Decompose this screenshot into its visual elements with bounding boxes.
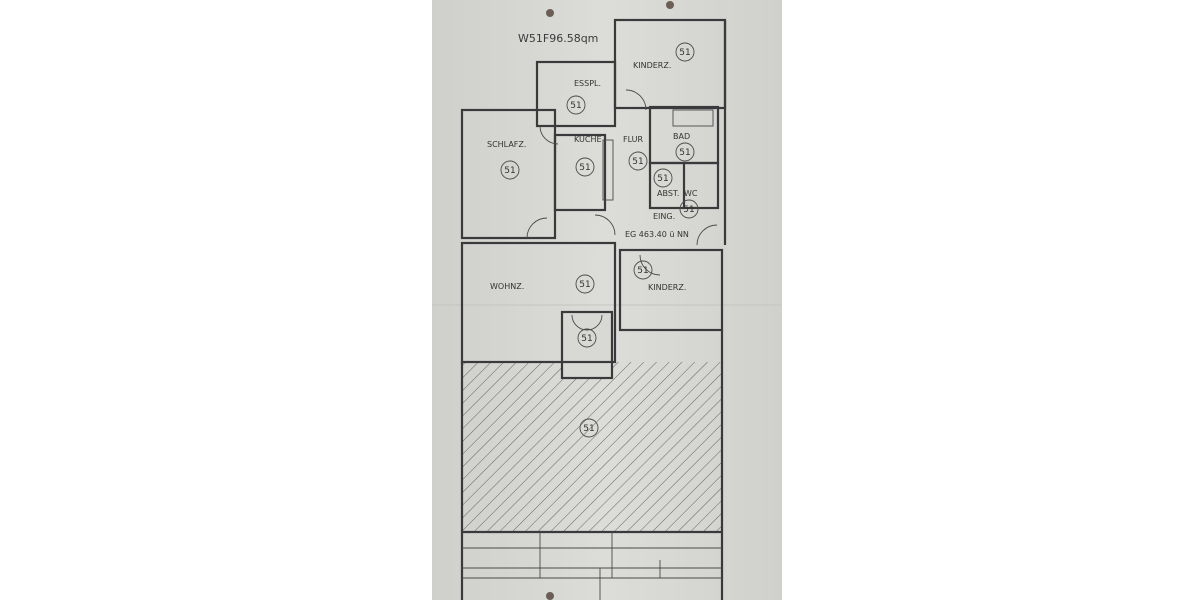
room-number: 51	[504, 166, 515, 176]
room-number: 51	[579, 280, 590, 290]
room-label: KINDERZ.	[633, 61, 671, 70]
room-kinderz-top: KINDERZ. 51	[633, 42, 695, 70]
terrace-hatch	[462, 362, 722, 532]
room-label: WC	[684, 189, 698, 198]
room-wohnz: WOHNZ. 51	[490, 274, 595, 294]
plan-title: W51F96.58qm	[518, 32, 598, 45]
room-number: 51	[679, 48, 690, 58]
walls	[460, 18, 727, 600]
room-terrace: 51	[579, 418, 599, 438]
room-label: FLUR	[623, 135, 644, 144]
punch-hole	[666, 1, 674, 9]
punch-hole	[546, 9, 554, 17]
room-schlafz: SCHLAFZ. 51	[487, 140, 526, 180]
room-number: 51	[581, 334, 592, 344]
room-label: ESSPL.	[574, 79, 601, 88]
room-number: 51	[583, 424, 594, 434]
room-label: ABST.	[657, 189, 679, 198]
room-number: 51	[679, 148, 690, 158]
room-label: KÜCHE	[574, 134, 602, 144]
room-number: 51	[570, 101, 581, 111]
room-number: 51	[579, 163, 590, 173]
room-number: 51	[637, 266, 648, 276]
room-number: 51	[683, 205, 694, 215]
room-wc: WC 51	[679, 189, 699, 219]
room-flur: FLUR 51	[623, 135, 648, 171]
room-label: WOHNZ.	[490, 282, 524, 291]
room-eing: EING.	[653, 212, 675, 221]
room-esspl: ESSPL. 51	[566, 79, 601, 115]
room-number: 51	[657, 174, 668, 184]
room-label: BAD	[673, 132, 690, 141]
balcony-cover	[562, 312, 612, 378]
room-bad: BAD 51	[673, 132, 695, 162]
room-balcony: 51	[577, 328, 597, 348]
room-kueche: KÜCHE 51	[574, 134, 602, 177]
room-abst: ABST. 51	[653, 168, 679, 198]
room-kinderz-bottom: KINDERZ. 51	[633, 260, 686, 292]
room-label: KINDERZ.	[648, 283, 686, 292]
elevation-note: EG 463.40 ü NN	[625, 230, 689, 239]
room-label: SCHLAFZ.	[487, 140, 526, 149]
punch-hole	[546, 592, 554, 600]
room-number: 51	[632, 157, 643, 167]
